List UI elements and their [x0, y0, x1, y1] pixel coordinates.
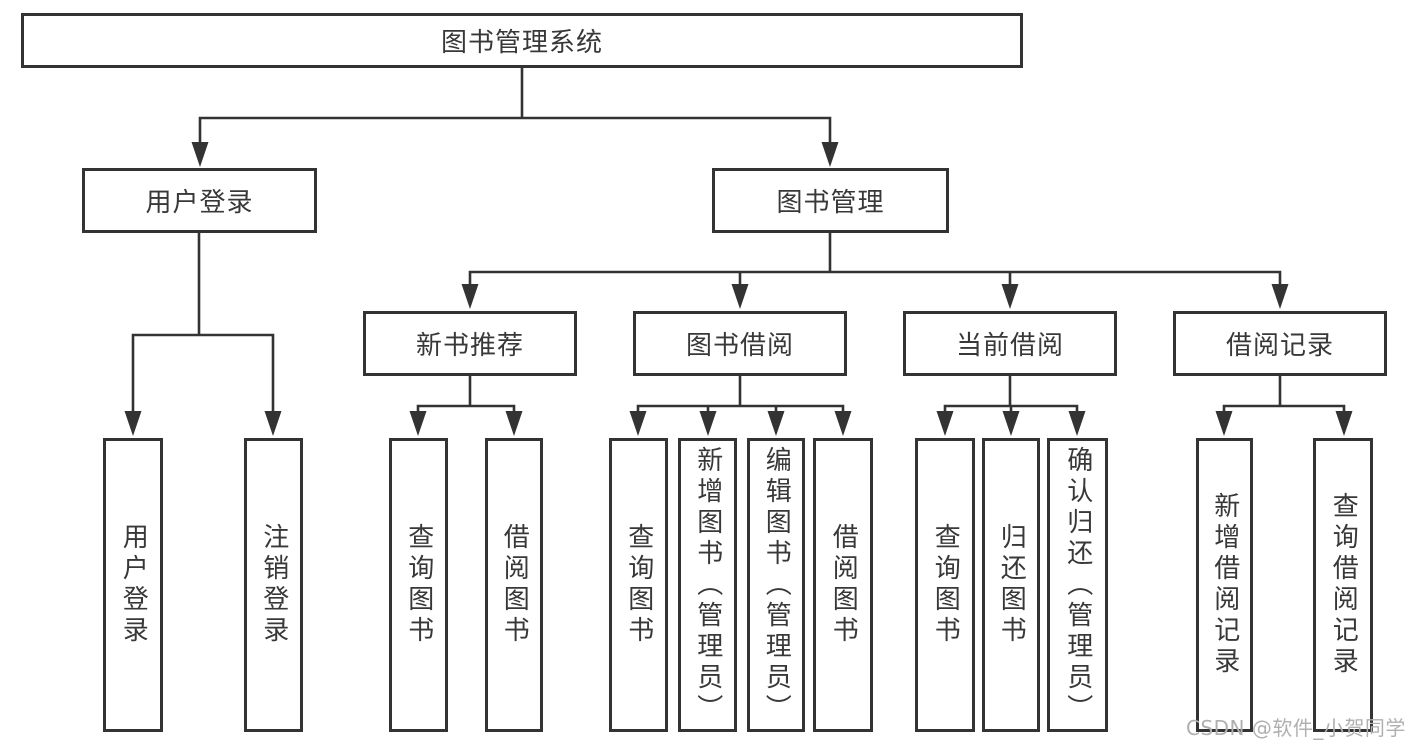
node-leaf-logout: 注销登录 — [244, 438, 303, 732]
node-leaf-edit-book-admin: 编辑图书（管理员） — [747, 438, 805, 732]
node-leaf-query-books-2: 查询图书 — [609, 438, 668, 732]
csdn-watermark: CSDN @软件_小贺同学 — [1186, 716, 1405, 740]
node-leaf-query-books-1: 查询图书 — [389, 438, 448, 732]
node-leaf-query-borrow-record: 查询借阅记录 — [1313, 438, 1373, 732]
node-leaf-return-books: 归还图书 — [982, 438, 1040, 732]
node-book-borrowing: 图书借阅 — [633, 311, 847, 376]
node-new-book-recommend: 新书推荐 — [363, 311, 577, 376]
node-book-management: 图书管理 — [712, 168, 949, 233]
arrowheads — [124, 142, 1353, 436]
node-leaf-borrow-books-2: 借阅图书 — [813, 438, 873, 732]
node-leaf-add-book-admin: 新增图书（管理员） — [678, 438, 737, 732]
node-borrowing-records: 借阅记录 — [1173, 311, 1387, 376]
node-current-borrowing: 当前借阅 — [903, 311, 1117, 376]
node-leaf-borrow-books-1: 借阅图书 — [485, 438, 543, 732]
node-leaf-confirm-return-admin: 确认归还（管理员） — [1047, 438, 1108, 732]
node-leaf-user-login: 用户登录 — [103, 438, 163, 732]
node-user-login: 用户登录 — [82, 168, 317, 233]
node-leaf-add-borrow-record: 新增借阅记录 — [1196, 438, 1253, 732]
node-leaf-query-books-3: 查询图书 — [915, 438, 975, 732]
node-book-management-system: 图书管理系统 — [21, 13, 1023, 68]
